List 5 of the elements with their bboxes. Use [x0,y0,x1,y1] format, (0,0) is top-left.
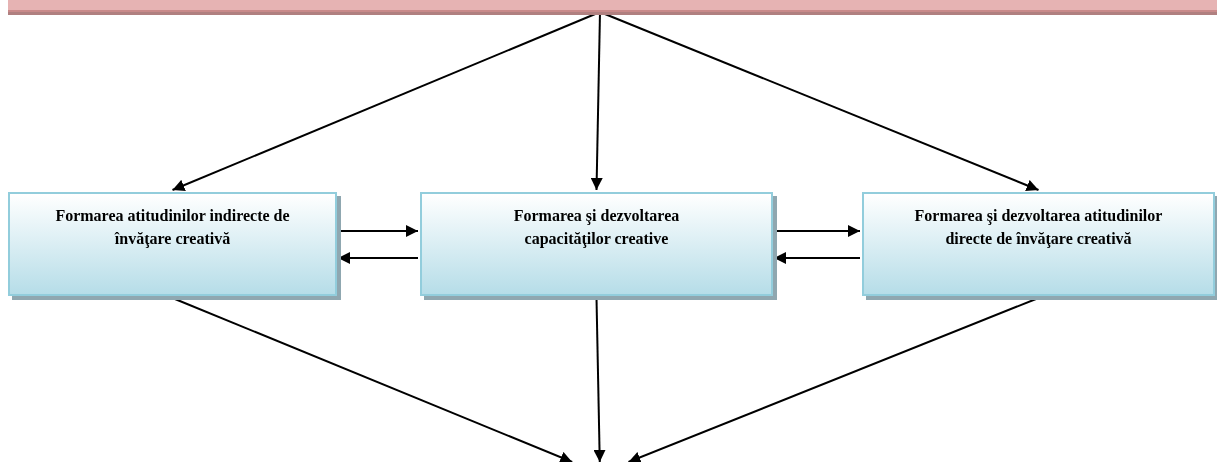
box-text: Formarea şi dezvoltarea atitudinilor directe de învăţare creativă [913,206,1164,250]
box-text: Formarea atitudinilor indirecte de învăţare creativă [54,206,291,250]
bar-banner [8,0,1217,12]
arrow [593,297,606,462]
box-text: Formarea şi dezvoltarea capacităţilor creative [512,206,681,250]
